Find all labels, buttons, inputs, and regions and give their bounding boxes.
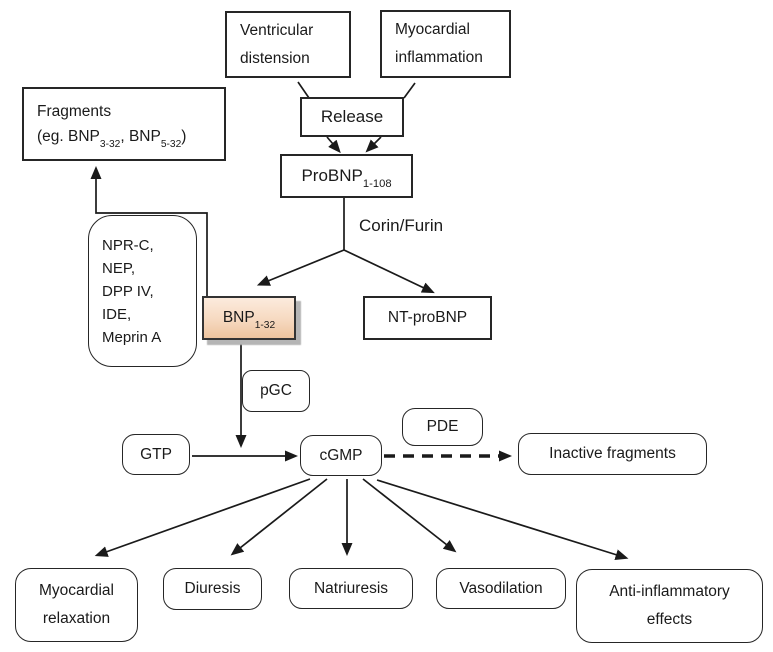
arrow-bnp-to-fragments	[90, 166, 208, 296]
ventricular-distension-line2: distension	[240, 49, 310, 67]
natriuresis-label: Natriuresis	[313, 579, 389, 597]
enzyme-dpp-iv: DPP IV,	[102, 282, 154, 300]
line-inflammation-to-release	[403, 82, 416, 99]
pgc-label: pGC	[260, 382, 292, 399]
ventricular-distension-box: Ventricular distension	[225, 11, 351, 78]
pde-label: PDE	[426, 418, 459, 435]
myocardial-relaxation-line1: Myocardial	[39, 582, 114, 599]
diuresis-box: Diuresis	[163, 568, 262, 610]
probnp-label: ProBNP1-108	[301, 166, 392, 191]
inactive-fragments-label: Inactive fragments	[549, 445, 676, 462]
probnp-subscript: 1-108	[362, 178, 392, 191]
arrow-release-to-probnp-left	[326, 136, 341, 154]
pgc-box: pGC	[242, 370, 310, 412]
gtp-box: GTP	[122, 434, 190, 475]
arrow-cgmp-to-diuresis	[230, 478, 328, 556]
vasodilation-box: Vasodilation	[436, 568, 566, 609]
ventricular-distension-line1: Ventricular	[240, 21, 314, 39]
release-box: Release	[300, 97, 404, 137]
probnp-box: ProBNP1-108	[280, 154, 413, 198]
bnp-subscript: 1-32	[254, 319, 276, 331]
arrow-cgmp-to-myocardial-relaxation	[94, 478, 311, 557]
enzyme-nep: NEP,	[102, 259, 136, 277]
myocardial-inflammation-box: Myocardial inflammation	[380, 10, 511, 78]
bnp-1-32-box: BNP1-32	[202, 296, 296, 340]
fragments-line1: Fragments	[37, 103, 112, 120]
arrow-probnp-to-ntprobnp	[343, 249, 435, 294]
natriuresis-box: Natriuresis	[289, 568, 413, 609]
degrading-enzymes-box: NPR-C, NEP, DPP IV, IDE, Meprin A	[88, 215, 197, 367]
enzyme-ide: IDE,	[102, 305, 132, 323]
arrow-cgmp-to-antiinflammatory	[376, 479, 629, 560]
arrow-cgmp-to-vasodilation	[362, 478, 457, 553]
myocardial-inflammation-line2: inflammation	[395, 49, 483, 66]
arrow-probnp-to-bnp	[256, 249, 345, 286]
myocardial-relaxation-box: Myocardial relaxation	[15, 568, 138, 642]
line-ventricular-to-release	[297, 81, 310, 99]
enzyme-npr-c: NPR-C,	[102, 236, 154, 254]
anti-inflammatory-line2: effects	[646, 611, 693, 628]
cgmp-label: cGMP	[319, 446, 363, 464]
myocardial-inflammation-line1: Myocardial	[395, 21, 470, 38]
nt-probnp-box: NT-proBNP	[363, 296, 492, 340]
diuresis-label: Diuresis	[184, 580, 241, 597]
anti-inflammatory-line1: Anti-inflammatory	[609, 583, 730, 600]
fragments-line2: (eg. BNP3-32, BNP5-32)	[37, 128, 187, 150]
inactive-fragments-box: Inactive fragments	[518, 433, 707, 475]
cgmp-box: cGMP	[300, 435, 382, 476]
release-label: Release	[320, 107, 384, 126]
pde-box: PDE	[402, 408, 483, 446]
arrow-release-to-probnp-right	[365, 136, 382, 153]
gtp-label: GTP	[140, 445, 172, 463]
fragments-box: Fragments (eg. BNP3-32, BNP5-32)	[22, 87, 226, 161]
bnp-1-32-label: BNP1-32	[222, 309, 276, 331]
enzyme-meprin-a: Meprin A	[102, 328, 162, 346]
anti-inflammatory-box: Anti-inflammatory effects	[576, 569, 763, 643]
myocardial-relaxation-line2: relaxation	[42, 610, 111, 627]
corin-furin-label: Corin/Furin	[359, 216, 444, 235]
nt-probnp-label: NT-proBNP	[387, 309, 468, 326]
vasodilation-label: Vasodilation	[459, 579, 543, 597]
